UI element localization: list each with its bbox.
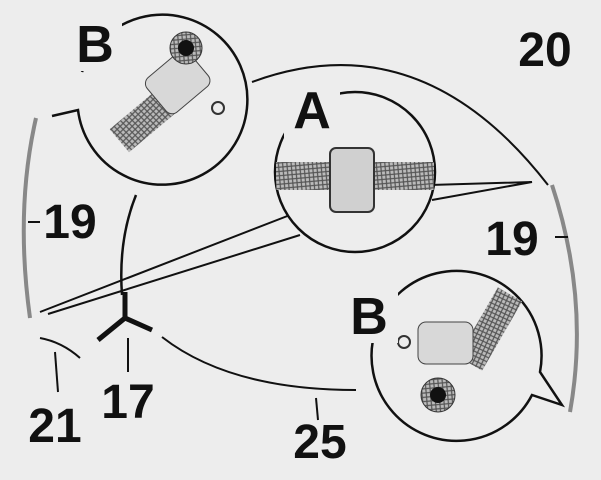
hose-25 [161, 336, 357, 391]
hose-19-right [550, 184, 579, 413]
detail-b-top [51, 13, 249, 186]
label-19-left: 19 [43, 196, 96, 249]
label-20: 20 [518, 24, 571, 77]
detail-b-bottom [370, 269, 566, 443]
label-17: 17 [101, 376, 154, 429]
hose-to-17 [120, 194, 138, 296]
label-a: A [293, 82, 331, 140]
y-connector-17 [96, 292, 154, 342]
label-21: 21 [28, 400, 81, 453]
label-b-top: B [76, 16, 114, 74]
leader-lines [28, 221, 568, 421]
label-b-bottom: B [350, 288, 388, 346]
label-25: 25 [293, 416, 346, 469]
hose-21 [39, 337, 81, 359]
hose-19-left [21, 117, 38, 319]
label-19-right: 19 [485, 213, 538, 266]
hose-20 [251, 64, 549, 186]
